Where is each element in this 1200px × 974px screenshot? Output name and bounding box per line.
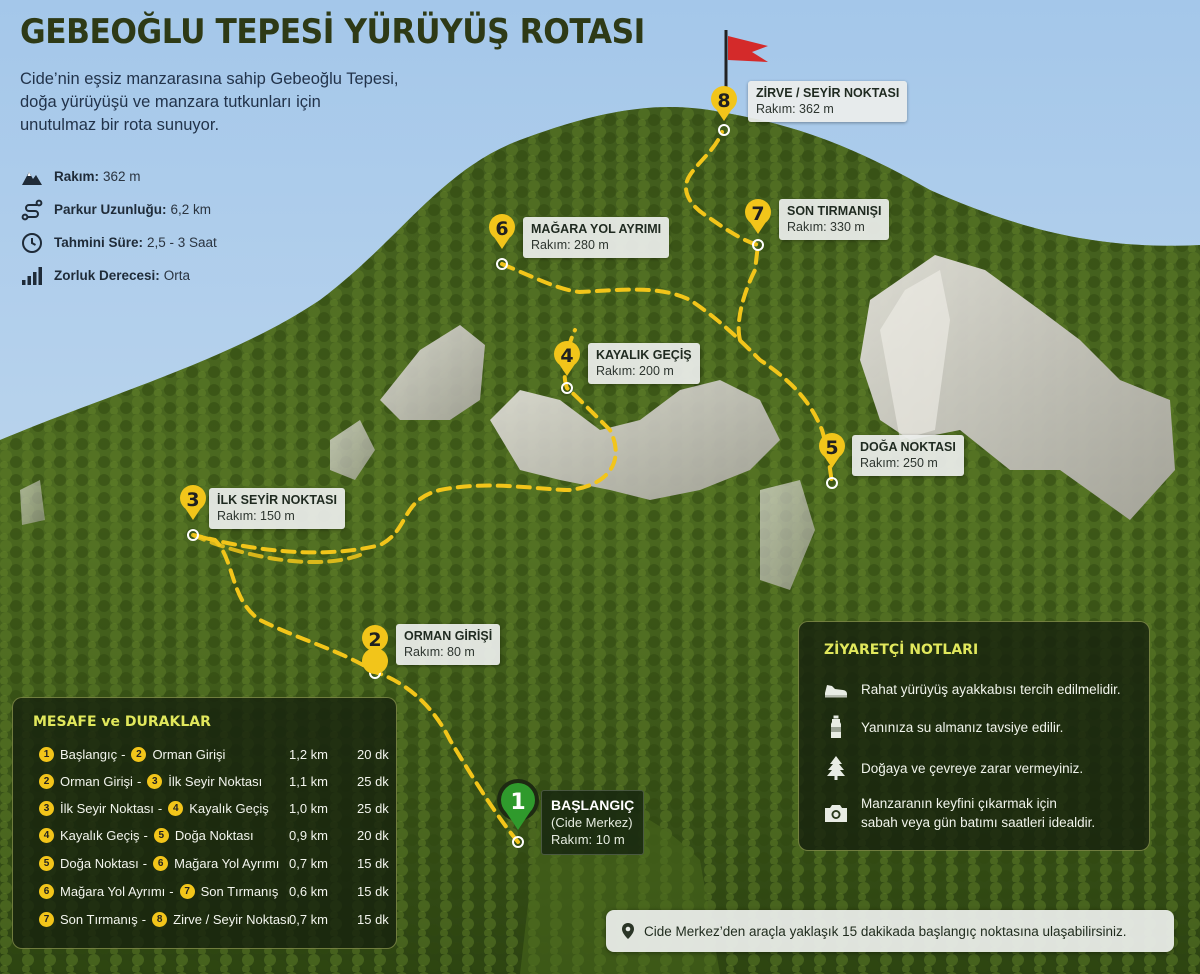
page-title: GEBEOĞLU TEPESİ YÜRÜYÜŞ ROTASI (20, 12, 645, 52)
stat-difficulty: Zorluk Derecesi:Orta (20, 259, 217, 292)
stop-label-7: SON TIRMANIŞI Rakım: 330 m (779, 199, 890, 240)
svg-text:8: 8 (717, 90, 730, 112)
stat-length: Parkur Uzunluğu:6,2 km (20, 193, 217, 226)
water-bottle-icon (831, 715, 841, 738)
stop-label-1: BAŞLANGIÇ (Cide Merkez) Rakım: 10 m (541, 790, 645, 855)
stat-altitude: Rakım:362 m (20, 160, 217, 193)
note-item: Doğaya ve çevreye zarar vermeyiniz. (823, 755, 1083, 781)
svg-text:5: 5 (825, 437, 838, 459)
clock-icon (22, 232, 42, 253)
route-icon (21, 199, 43, 220)
stop-label-4: KAYALIK GEÇİŞ Rakım: 200 m (588, 343, 700, 384)
note-item: Manzaranın keyfini çıkarmak için sabah v… (823, 794, 1095, 832)
pin-2[interactable]: 2 (362, 625, 389, 675)
camera-icon (825, 805, 847, 822)
stat-duration: Tahmini Süre:2,5 - 3 Saat (20, 226, 217, 259)
hiking-shoe-icon (825, 685, 847, 698)
pin-7[interactable]: 7 (745, 199, 771, 234)
svg-text:3: 3 (186, 489, 199, 511)
distances-title: MESAFE ve DURAKLAR (33, 714, 211, 730)
pin-4[interactable]: 4 (554, 341, 580, 376)
svg-text:1: 1 (510, 790, 525, 815)
route-stats: Rakım:362 m Parkur Uzunluğu:6,2 km Tahmi… (20, 160, 217, 292)
notes-title: ZİYARETÇİ NOTLARI (824, 642, 979, 658)
pine-tree-icon (827, 756, 845, 780)
intro-text: Cide’nin eşsiz manzarasına sahip Gebeoğl… (20, 70, 399, 134)
svg-text:4: 4 (560, 345, 573, 367)
summit-flag-icon (724, 30, 768, 88)
stop-label-8: ZİRVE / SEYİR NOKTASI Rakım: 362 m (748, 81, 908, 122)
svg-text:2: 2 (368, 629, 381, 651)
pin-8[interactable]: 8 (711, 86, 737, 121)
visitor-notes-panel: ZİYARETÇİ NOTLARI Rahat yürüyüş ayakkabı… (798, 621, 1150, 851)
stop-label-2: ORMAN GİRİŞİ Rakım: 80 m (396, 624, 501, 665)
svg-text:6: 6 (495, 218, 508, 240)
difficulty-bars-icon (22, 266, 42, 285)
stop-label-5: DOĞA NOKTASI Rakım: 250 m (852, 435, 964, 476)
stop-label-3: İLK SEYİR NOKTASI Rakım: 150 m (209, 488, 345, 529)
svg-text:7: 7 (751, 203, 764, 225)
pin-3[interactable]: 3 (180, 485, 206, 520)
note-item: Yanınıza su almanız tavsiye edilir. (823, 714, 1063, 740)
stop-label-6: MAĞARA YOL AYRIMI Rakım: 280 m (523, 217, 670, 258)
mountain-icon (22, 171, 42, 185)
pin-5[interactable]: 5 (819, 433, 845, 468)
footer-info: Cide Merkez’den araçla yaklaşık 15 dakik… (606, 910, 1174, 952)
note-item: Rahat yürüyüş ayakkabısı tercih edilmeli… (823, 676, 1121, 702)
pin-1-start[interactable]: 1 (497, 779, 539, 830)
location-pin-icon (622, 923, 634, 939)
pin-6[interactable]: 6 (489, 214, 515, 249)
